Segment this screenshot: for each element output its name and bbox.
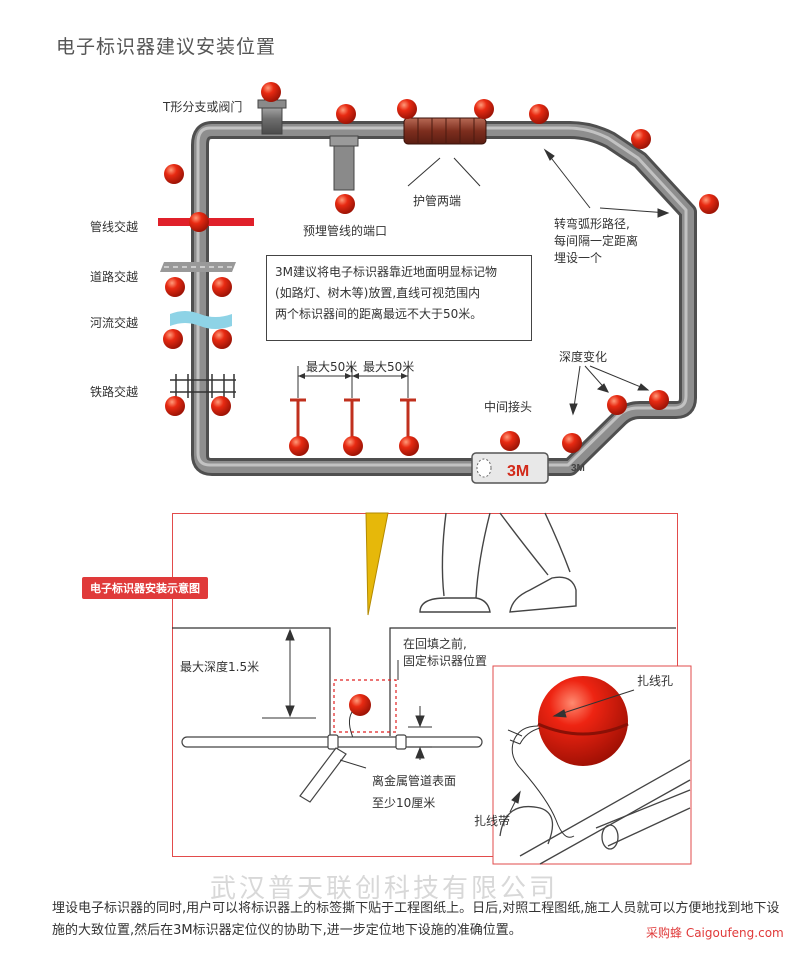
label-max-depth: 最大深度1.5米 <box>180 660 260 674</box>
river-icon <box>170 311 232 329</box>
recommendation-note: 3M建议将电子标识器靠近地面明显标记物 (如路灯、树木等)放置,直线可视范围内 … <box>266 255 532 341</box>
protective-sleeve <box>403 117 487 145</box>
clearance-arrow <box>408 706 432 760</box>
note-line-2: (如路灯、树木等)放置,直线可视范围内 <box>275 286 481 300</box>
road-icon <box>160 262 236 272</box>
label-backfill-1: 在回填之前, <box>403 637 467 651</box>
description-text: 埋设电子标识器的同时,用户可以将标识器上的标签撕下贴于工程图纸上。日后,对照工程… <box>52 901 780 938</box>
reserved-port-pipe <box>329 135 359 191</box>
pipe-loop <box>191 121 697 476</box>
label-surface-1: 离金属管道表面 <box>372 774 457 788</box>
marker-ball <box>335 194 355 214</box>
marker-ball <box>529 104 549 124</box>
marker-ball <box>212 329 232 349</box>
zip-tie <box>507 725 575 838</box>
marker-ball <box>562 433 582 453</box>
pipe-leader <box>339 759 367 769</box>
tie-cord <box>348 711 355 741</box>
marker-ball <box>289 436 309 456</box>
marker-ball <box>261 82 281 102</box>
label-middle-joint: 中间接头 <box>484 400 533 414</box>
brand-3m-small: 3M <box>571 463 585 474</box>
label-tie-band: 扎线带 <box>474 814 511 828</box>
marker-equator <box>537 722 629 736</box>
label-surface: 离金属管道表面 至少10厘米 <box>372 770 456 814</box>
marker-ball <box>474 99 494 119</box>
note-line-3: 两个标识器间的距离最远不大于50米。 <box>275 307 483 321</box>
marker-ball <box>189 212 209 232</box>
branch-pipe <box>299 747 347 803</box>
label-backfill: 在回填之前, 固定标识器位置 <box>403 636 487 670</box>
marker-ball <box>399 436 419 456</box>
marker-highlight-box <box>333 679 397 733</box>
installed-marker <box>349 694 371 716</box>
zoom-leaders <box>509 689 635 813</box>
marker-ball <box>343 436 363 456</box>
label-backfill-2: 固定标识器位置 <box>403 654 488 668</box>
label-river-cross: 河流交越 <box>90 316 139 330</box>
label-surface-2: 至少10厘米 <box>372 796 436 810</box>
label-rail-cross: 铁路交越 <box>90 385 139 399</box>
depth-arrow <box>262 628 316 719</box>
trench-outline <box>172 627 676 736</box>
marker-ball <box>607 395 627 415</box>
label-depth-change: 深度变化 <box>559 350 608 364</box>
railroad-icon <box>170 374 236 398</box>
marker-ball <box>336 104 356 124</box>
marker-ball <box>212 277 232 297</box>
distance-stakes <box>290 366 416 440</box>
label-road-cross: 道路交越 <box>90 270 139 284</box>
label-reserved-port: 预埋管线的端口 <box>303 224 388 238</box>
marker-balls <box>163 82 719 456</box>
leader-lines <box>407 148 670 416</box>
marker-ball <box>631 129 651 149</box>
middle-joint-box <box>471 452 549 484</box>
site-brand[interactable]: 采购蜂 Caigoufeng.com <box>646 926 784 940</box>
marker-ball <box>163 329 183 349</box>
marker-ball <box>500 431 520 451</box>
marker-ball <box>649 390 669 410</box>
marker-ball <box>699 194 719 214</box>
buried-pipe <box>181 734 483 750</box>
install-badge: 电子标识器安装示意图 <box>82 577 208 599</box>
page-title: 电子标识器建议安装位置 <box>56 36 277 58</box>
label-pipeline-cross: 管线交越 <box>90 220 139 234</box>
marker-ball <box>164 164 184 184</box>
marker-ball <box>165 396 185 416</box>
worker-figure <box>419 512 577 613</box>
label-protect-ends: 护管两端 <box>413 194 462 208</box>
marker-ball-detail <box>538 676 628 766</box>
zoom-pipe <box>499 759 691 865</box>
watermark: 武汉普天联创科技有限公司 <box>210 874 559 904</box>
marker-ball <box>211 396 231 416</box>
locator-probe <box>365 512 389 616</box>
label-max50-b: 最大50米 <box>363 360 415 374</box>
note-line-1: 3M建议将电子标识器靠近地面明显标记物 <box>275 265 497 279</box>
label-max50-a: 最大50米 <box>306 360 358 374</box>
label-arc-path: 转弯弧形路径, 每间隔一定距离 埋设一个 <box>554 217 639 265</box>
marker-ball <box>165 277 185 297</box>
label-tie-hole: 扎线孔 <box>637 674 674 688</box>
marker-ball <box>397 99 417 119</box>
brand-3m-logo: 3M <box>507 463 529 480</box>
label-t-branch: T形分支或阀门 <box>163 100 243 114</box>
